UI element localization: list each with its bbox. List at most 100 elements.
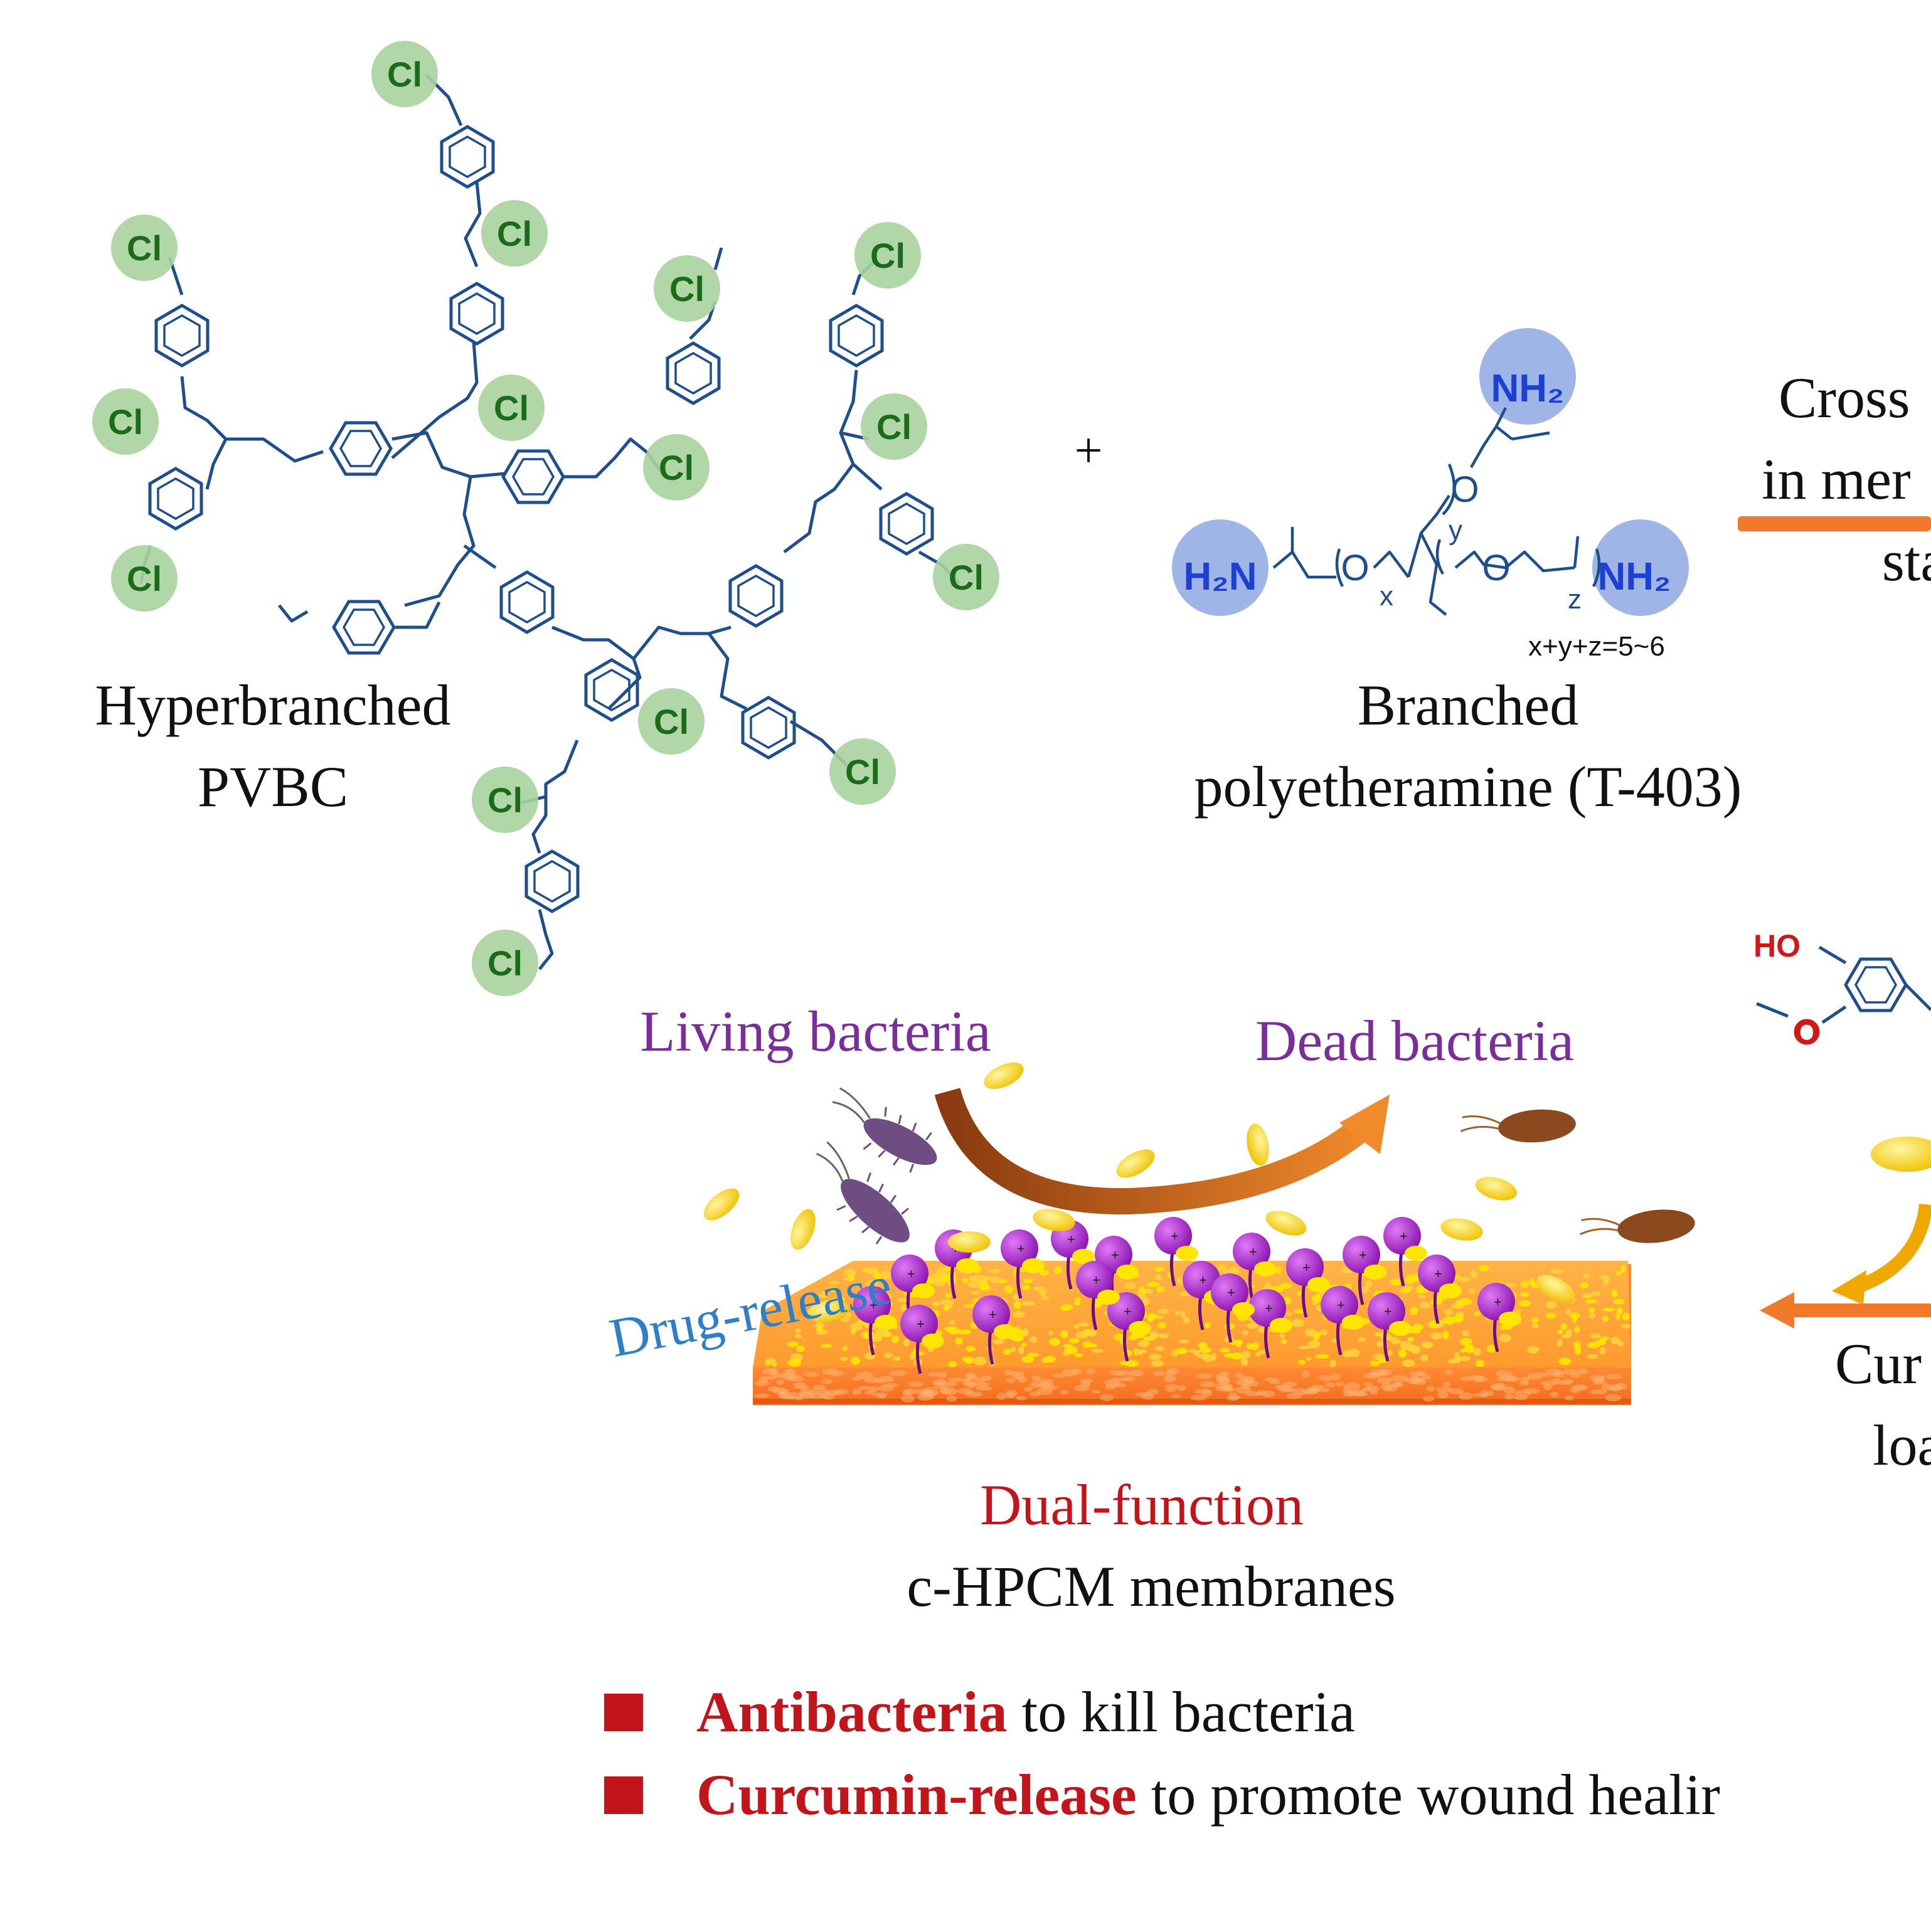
chlorine-label: Cl [127,559,162,598]
dead-bacterium [1580,1209,1695,1243]
curcumin-pill [1871,1137,1931,1172]
oxygen-right-label: O [1482,548,1510,588]
bullet-highlight: Antibacteria [696,1680,1008,1744]
loading-arrow-shaft [1788,1303,1931,1317]
curcumin-o-label: O [1795,1015,1819,1050]
subscript-x: x [1380,581,1393,612]
curcumin-structure-fragment: HO O [1753,928,1931,1050]
curcumin-pill [1116,1149,1155,1178]
amine-top-label: NH₂ [1491,367,1564,410]
svg-text:+: + [1337,1297,1345,1313]
polyetheramine-structure: NH₂ H₂N NH₂ O O O x y z [1172,328,1689,616]
chlorine-atom: Cl [654,255,720,322]
svg-text:+: + [870,1297,878,1313]
svg-text:+: + [989,1307,997,1322]
svg-text:+: + [1092,1272,1100,1288]
t403-label-line1: Branched [1358,673,1579,737]
crosslink-text-line1: Cross [1779,366,1910,430]
chlorine-atom: Cl [472,930,538,996]
plus-sign: + [1074,423,1102,479]
living-bacterium [816,1141,910,1245]
amine-right-highlight [1592,519,1689,616]
cationic-group: + [1248,1289,1292,1359]
chlorine-atom: Cl [861,393,927,460]
curcumin-loading-line2: loa [1873,1413,1931,1477]
cationic-group: + [1001,1229,1045,1299]
svg-text:+: + [1434,1266,1442,1282]
chlorine-label: Cl [494,388,529,428]
chlorine-atom: Cl [854,222,921,289]
cationic-group: + [972,1295,1016,1365]
curcumin-pill [703,1188,740,1221]
loading-arrow-head [1760,1292,1794,1329]
chlorine-atom: Cl [638,688,705,755]
bullet-antibacteria: Antibacteria to kill bacteria [696,1680,1355,1744]
chlorine-atom: Cl [371,41,438,107]
cationic-group: + [1418,1255,1462,1324]
svg-text:+: + [1017,1241,1025,1256]
svg-text:+: + [907,1266,915,1282]
cationic-group: + [1477,1283,1521,1352]
cationic-group: + [1286,1248,1330,1318]
amine-left-label: H₂N [1183,555,1257,598]
living-bacterium [832,1087,937,1173]
chlorine-atom: Cl [481,200,548,267]
svg-text:+: + [1171,1228,1179,1244]
curcumin-pill [1536,1275,1575,1303]
svg-text:+: + [1249,1244,1257,1260]
chlorine-label: Cl [845,752,880,792]
t403-label-line2: polyetheramine (T-403) [1194,755,1742,819]
dead-bacteria-label: Dead bacteria [1255,1009,1574,1073]
curcumin-pill [984,1062,1024,1090]
chlorine-label: Cl [487,943,523,983]
bullet-rest: to promote wound healir [1137,1763,1720,1827]
chlorine-label: Cl [127,228,162,268]
curcumin-pill [790,1209,816,1250]
chlorine-label: Cl [387,55,422,94]
crosslink-text-line3: sta [1882,529,1931,593]
svg-text:+: + [1494,1294,1502,1310]
chlorine-label: Cl [949,558,984,597]
oxygen-left-label: O [1341,548,1369,588]
svg-text:+: + [1227,1285,1235,1300]
cationic-group: + [1321,1286,1364,1356]
cationic-group: + [1211,1273,1255,1343]
curcumin-pill [1440,1218,1483,1241]
chlorine-label: Cl [876,407,912,447]
bullet-curcumin-release: Curcumin-release to promote wound healir [696,1763,1720,1827]
chlorine-label: Cl [669,269,705,309]
cationic-group: + [1233,1233,1277,1302]
living-bacteria-label: Living bacteria [640,999,991,1063]
cationic-group: + [1343,1236,1386,1305]
bullet-highlight: Curcumin-release [696,1763,1137,1827]
chlorine-label: Cl [487,780,523,820]
curcumin-loading-line1: Cur [1835,1332,1922,1396]
cationic-group: + [1368,1292,1412,1362]
cationic-group: + [900,1305,944,1374]
t403-sum-formula: x+y+z=5~6 [1528,631,1665,662]
svg-text:+: + [1265,1300,1273,1316]
amine-right-label: NH₂ [1597,555,1671,598]
chlorine-label: Cl [497,214,532,253]
bullet-rest: to kill bacteria [1008,1680,1355,1744]
chlorine-atom: Cl [111,215,178,281]
chlorine-label: Cl [654,702,689,741]
chlorine-atom: Cl [92,388,159,455]
curcumin-pill [1247,1123,1269,1166]
svg-text:+: + [1384,1303,1392,1319]
svg-text:+: + [1199,1272,1207,1288]
cationic-group: + [1154,1217,1198,1287]
pvbc-label-line2: PVBC [198,755,348,819]
curcumin-pill [948,1231,991,1253]
chlorine-label: Cl [659,448,694,487]
curcumin-ho-label: HO [1753,928,1801,963]
chlorine-atom: Cl [472,767,538,833]
bullet-square [604,1776,643,1814]
svg-text:+: + [1359,1247,1367,1263]
curcumin-curved-arrow [1848,1203,1931,1296]
curcumin-pill [807,1300,849,1322]
pvbc-label-line1: Hyperbranched [95,673,450,737]
subscript-y: y [1449,515,1462,546]
